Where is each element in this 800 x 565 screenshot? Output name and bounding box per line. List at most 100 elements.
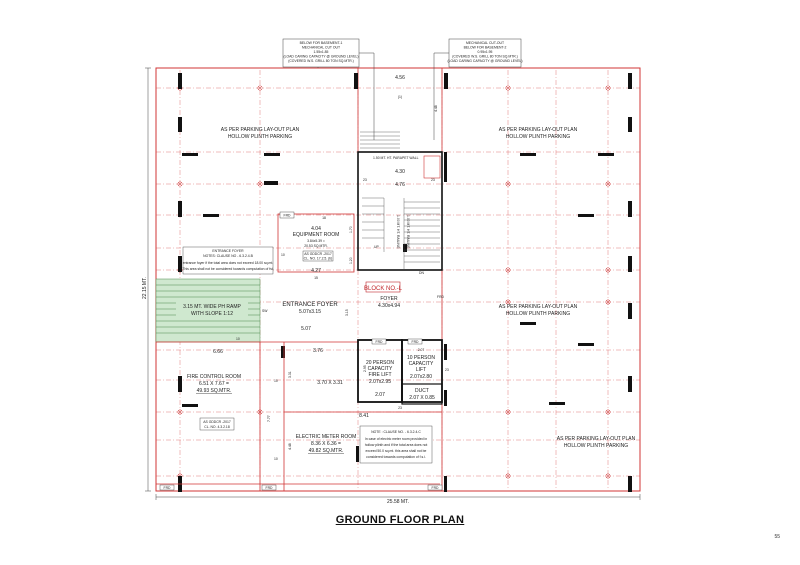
dim-427: 4.27 xyxy=(311,268,321,274)
frd-tag-7: FRD xyxy=(432,486,440,490)
lift-line-3: LIFT xyxy=(416,367,426,373)
electric-note-line-4: exceed 50.0 sq.mt. this area shall not b… xyxy=(366,449,427,453)
parking-mid-right-line-2: HOLLOW PLINTH PARKING xyxy=(506,311,570,317)
railing-label-2: 1.00 MT. HT. RAILING xyxy=(406,215,410,249)
center-room-dims: 3.70 X 3.31 xyxy=(317,380,343,386)
column-markers xyxy=(177,85,611,479)
stair-core xyxy=(357,131,443,271)
fire-lift-line-1: 20 PERSON xyxy=(366,360,394,366)
gdcr-note-1-line-1: AS GDDCR -2017 xyxy=(304,252,332,256)
frd-box-6 xyxy=(261,484,277,491)
parking-top-left-line-2: HOLLOW PLINTH PARKING xyxy=(228,134,292,140)
electric-note-line-2: In case of electric meter room provided … xyxy=(365,437,427,441)
dim-448-b: 4.48 xyxy=(288,443,292,450)
dim-15: 15 xyxy=(314,276,318,280)
lower-rooms-walls xyxy=(156,341,442,491)
fire-lift-line-3: FIRE LIFT xyxy=(368,372,391,378)
parking-bottom-right-line-1: AS PER PARKING LAY-OUT PLAN xyxy=(557,436,636,442)
parking-bottom-right-line-2: HOLLOW PLINTH PARKING xyxy=(564,443,628,449)
gdcr-note-2-line-2: CL. NO. 4.3.2.18 xyxy=(204,425,230,429)
dim-23-d: 23 xyxy=(398,406,402,410)
duct-note-right: MECHANICAL CUT-OUT BELOW FOR BASEMENT-2 … xyxy=(433,38,523,140)
drawing-title: GROUND FLOOR PLAN xyxy=(335,514,465,526)
equipment-room-dims: 3.84x5.39 = xyxy=(307,239,325,243)
lift-line-1: 10 PERSON xyxy=(407,355,435,361)
sw-tag: SW xyxy=(262,309,268,313)
frd-tag-3: FRD xyxy=(376,340,384,344)
dim-207-a: 2.07 xyxy=(418,348,425,352)
electric-meter-dims: 8.36 X 6.36 = xyxy=(311,441,341,447)
railing-label-1: 1.00 MT. HT. RAILING xyxy=(396,215,400,249)
gdcr-note-1-line-2: CL. NO. 17.2.5. (b) xyxy=(304,257,333,261)
gdcr-note-2-box xyxy=(199,417,235,431)
block-label-box xyxy=(365,281,401,293)
electric-note-box xyxy=(359,425,433,464)
duct-note-left-line-3: 1.55x1.85 xyxy=(314,50,329,54)
entrance-note-line-2: NOTES: CLAUSE NO - 6.3.2.4.B xyxy=(203,254,253,258)
dim-456: 4.56 xyxy=(395,75,405,81)
dim-170: 1.70 xyxy=(349,226,353,233)
duct-note-right-line-2: BELOW FOR BASEMENT-2 xyxy=(464,46,507,50)
fire-control-area: 49.93 SQ.MTR. xyxy=(197,388,232,394)
foyer-name: FOYER xyxy=(380,296,398,302)
dim-777: 7.77 xyxy=(267,415,271,422)
duct-note-right-line-1: MECHANICAL CUT-OUT xyxy=(466,41,504,45)
block-label: BLOCK NO.-L xyxy=(364,286,403,292)
gdcr-note-1-box xyxy=(302,250,334,262)
dim-376: 3.76 xyxy=(313,348,323,354)
lift-cores xyxy=(357,338,443,405)
entrance-note-line-1: ENTRANCE FOYER xyxy=(212,249,244,253)
dim-331: 3.31 xyxy=(288,371,292,378)
entrance-foyer-note-box xyxy=(182,246,274,275)
stair-up-label: UP xyxy=(374,245,379,249)
parking-top-right-line-1: AS PER PARKING LAY-OUT PLAN xyxy=(499,127,578,133)
entrance-note-line-3: entrance foyer if the total area does no… xyxy=(183,261,274,265)
parking-mid-right-line-1: AS PER PARKING LAY-OUT PLAN xyxy=(499,304,578,310)
dim-10-fire-2: 10 xyxy=(274,457,278,461)
electric-note-line-3: hollow plinth and if the total area does… xyxy=(365,443,428,447)
parking-top-left-line-1: AS PER PARKING LAY-OUT PLAN xyxy=(221,127,300,133)
duct-note-left-line-5: (COVERED W.S. GRILL 80 TON SQ.MTR.) xyxy=(288,59,354,63)
gdcr-note-2-line-1: AS GDDCR -2017 xyxy=(203,420,231,424)
duct-dims: 2.07 X 0.85 xyxy=(409,395,435,401)
dim-666: 6.66 xyxy=(213,349,223,355)
dim-507: 5.07 xyxy=(301,326,311,332)
fire-control-name: FIRE CONTROL ROOM xyxy=(187,374,241,380)
dim-841: 8.41 xyxy=(359,413,369,419)
fire-control-dims: 6.51 X 7.67 = xyxy=(199,381,229,387)
ramp-slope: WITH SLOPE 1:12 xyxy=(191,311,233,317)
dim-10-ramp: 10 xyxy=(236,337,240,341)
dim-23-b: 23 xyxy=(431,178,435,182)
dim-10: 10 xyxy=(281,253,285,257)
duct-note-right-line-3: 0.95x1.95 xyxy=(478,50,493,54)
equipment-room xyxy=(277,213,355,273)
frd-tag-2: FRD xyxy=(437,295,445,299)
page-number: 55 xyxy=(774,534,780,540)
electric-meter-area: 49.82 SQ.MTR. xyxy=(309,448,344,454)
dim-448: 4.48 xyxy=(434,105,438,112)
duct-note-left: BELOW FOR BASEMENT-1 MECHANICAL CUT OUT … xyxy=(282,38,375,140)
dim-120: 1.20 xyxy=(349,257,353,264)
entrance-foyer-name: ENTRANCE FOYER xyxy=(282,302,338,308)
dim-10-fire: 10 xyxy=(274,379,278,383)
entrance-note-line-4: This area shall not be considered toward… xyxy=(182,267,273,271)
overall-dimensions xyxy=(145,67,641,500)
stair-dn-label: DN xyxy=(419,271,424,275)
equipment-room-name: EQUIPMENT ROOM xyxy=(293,232,340,238)
frd-box-7 xyxy=(427,484,443,491)
dim-207-b: 2.07 xyxy=(375,392,385,398)
dim-1: (1) xyxy=(398,95,402,99)
fire-lift-dims: 2.07x2.95 xyxy=(369,379,391,385)
frd-box-5 xyxy=(159,484,175,491)
dim-315: 3.15 xyxy=(345,309,349,316)
ramp-label: 3.15 MT. WIDE PH RAMP xyxy=(183,304,241,310)
parking-top-right-line-2: HOLLOW PLINTH PARKING xyxy=(506,134,570,140)
electric-meter-name: ELECTRIC METER ROOM xyxy=(296,434,357,440)
overall-width: 25.58 MT. xyxy=(387,499,409,505)
equipment-room-area: 20.53 SQ.MTR. xyxy=(304,244,328,248)
dim-18: 18 xyxy=(322,216,326,220)
dim-476: 4.76 xyxy=(395,182,405,188)
ramp xyxy=(155,278,261,343)
duct-note-left-line-4: (LOAD CARING CAPACITY @ GROUND LEVEL) xyxy=(283,55,358,59)
